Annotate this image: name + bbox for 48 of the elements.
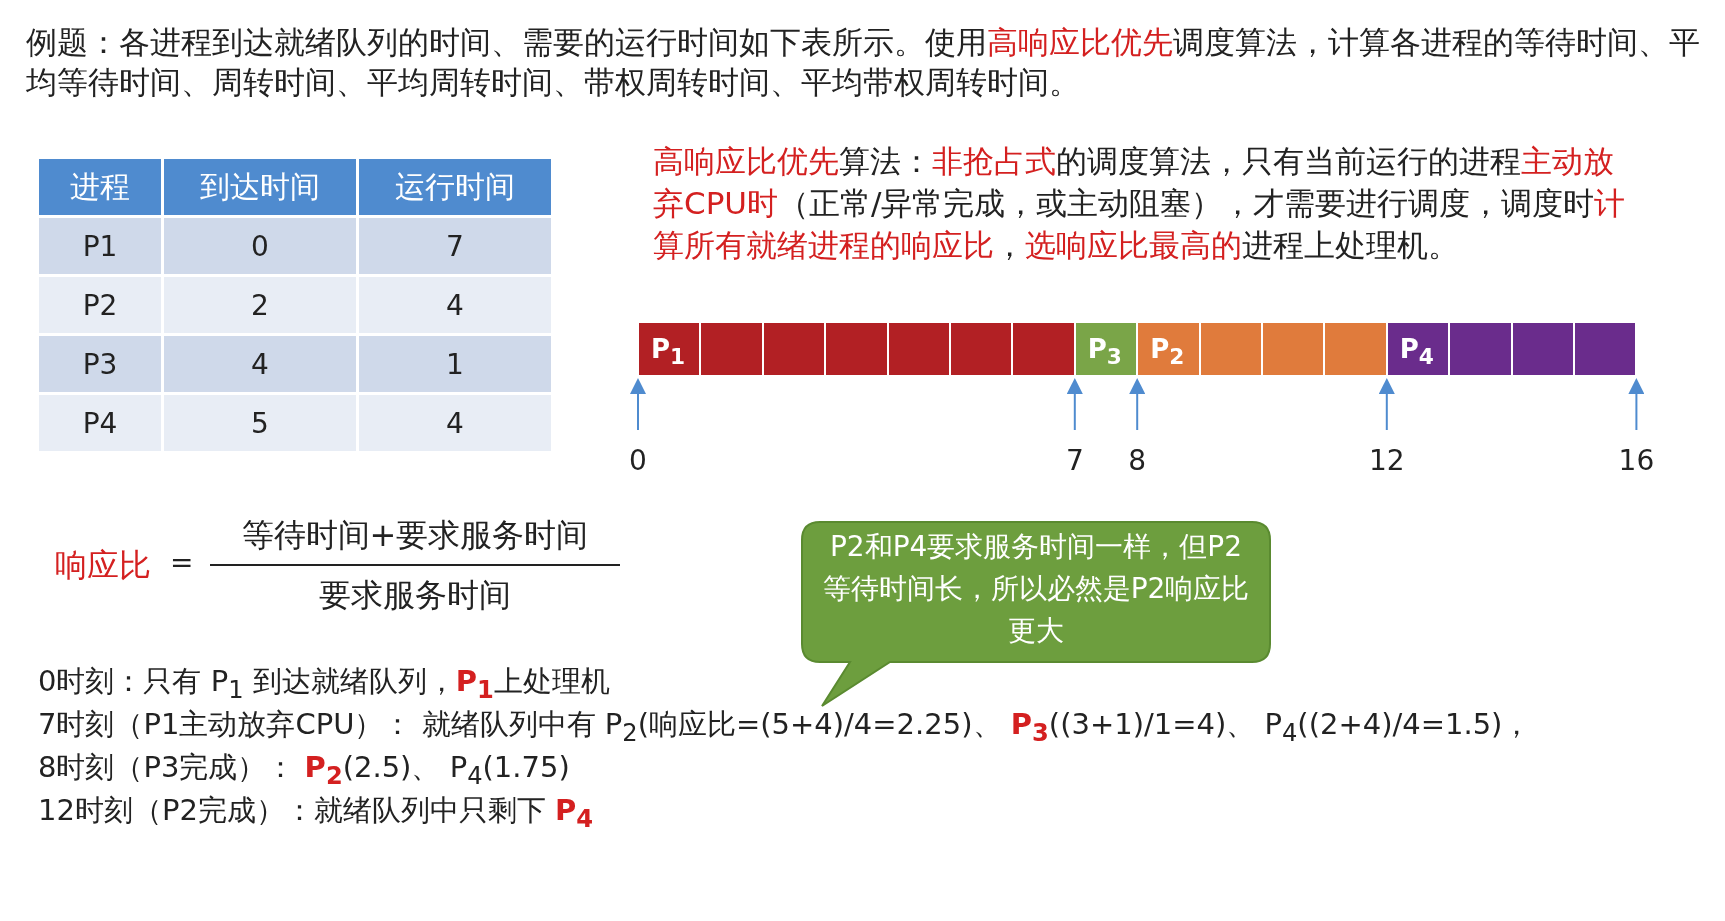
description-paragraph: 高响应比优先算法：非抢占式的调度算法，只有当前运行的进程主动放弃CPU时（正常/异常完成，或主动阻塞），才需要进行调度，调度时计算所有就绪进程的响应比，选响应比最高的进程上处理机。 xyxy=(653,142,1627,265)
header-cell: 运行时间 xyxy=(359,159,551,215)
gantt-block xyxy=(1574,322,1637,376)
table-cell: 2 xyxy=(164,277,356,333)
gantt-block xyxy=(825,322,888,376)
gantt-block xyxy=(1449,322,1512,376)
gantt-block xyxy=(762,322,826,376)
table-cell: P4 xyxy=(39,395,161,451)
table-cell: 4 xyxy=(164,336,356,392)
gantt-block xyxy=(1012,322,1075,376)
formula-numerator: 等待时间+要求服务时间 xyxy=(240,515,590,556)
time-label: 7 xyxy=(1064,444,1085,477)
table-cell: P2 xyxy=(39,277,161,333)
header-cell: 进程 xyxy=(39,159,161,215)
explanation-line: 12时刻（P2完成）：就绪队列中只剩下 P$_{4}$ xyxy=(38,792,594,833)
gantt-block xyxy=(1511,322,1574,376)
equals-sign: = xyxy=(170,546,194,579)
time-label: 16 xyxy=(1617,444,1656,477)
gantt-block: P$_{1}$ xyxy=(638,322,701,376)
table-cell: 5 xyxy=(164,395,356,451)
question-text: 例题：各进程到达就绪队列的时间、需要的运行时间如下表所示。使用高响应比优先调度算法，计算各进程的等待时间、平均等待时间、周转时间、平均周转时间、带权周转时间、平均带权周转时间。 xyxy=(26,23,1701,102)
table-cell: 0 xyxy=(164,218,356,274)
table-cell: P3 xyxy=(39,336,161,392)
bubble-text: P2和P4要求服务时间一样，但P2等待时间长，所以必然是P2响应比更大 xyxy=(821,529,1251,649)
table-cell: P1 xyxy=(39,218,161,274)
explanation-line: 0时刻：只有 P$_{1}$ 到达就绪队列，P$_{1}$上处理机 xyxy=(38,663,610,704)
gantt-block xyxy=(950,322,1013,376)
speech-bubble xyxy=(800,520,1272,708)
time-label: 0 xyxy=(628,444,648,477)
header-cell: 到达时间 xyxy=(164,159,356,215)
gantt-block: P$_{2}$ xyxy=(1137,322,1200,376)
gantt-block xyxy=(1324,322,1387,376)
gantt-block xyxy=(700,322,763,376)
gantt-block: P$_{4}$ xyxy=(1386,322,1450,376)
gantt-block: P$_{3}$ xyxy=(1074,322,1138,376)
time-label: 12 xyxy=(1367,444,1406,477)
table-cell: 4 xyxy=(359,277,551,333)
formula-denominator: 要求服务时间 xyxy=(318,575,512,616)
gantt-block xyxy=(1199,322,1262,376)
formula-term: 响应比 xyxy=(55,545,151,586)
table-cell: 4 xyxy=(359,395,551,451)
gantt-block xyxy=(1262,322,1325,376)
table-cell: 7 xyxy=(359,218,551,274)
explanation-line: 7时刻（P1主动放弃CPU）： 就绪队列中有 P$_{2}$(响应比=(5+4)/4=2.25)、 P$_{3}$((3+1)/1=4)、 P$_{4}$((2+4)/4=1.5)， xyxy=(38,706,1532,747)
time-label: 8 xyxy=(1127,444,1148,477)
explanation-line: 8时刻（P3完成）： P$_{2}$(2.5)、 P$_{4}$(1.75) xyxy=(38,749,570,790)
gantt-block xyxy=(887,322,950,376)
table-cell: 1 xyxy=(359,336,551,392)
